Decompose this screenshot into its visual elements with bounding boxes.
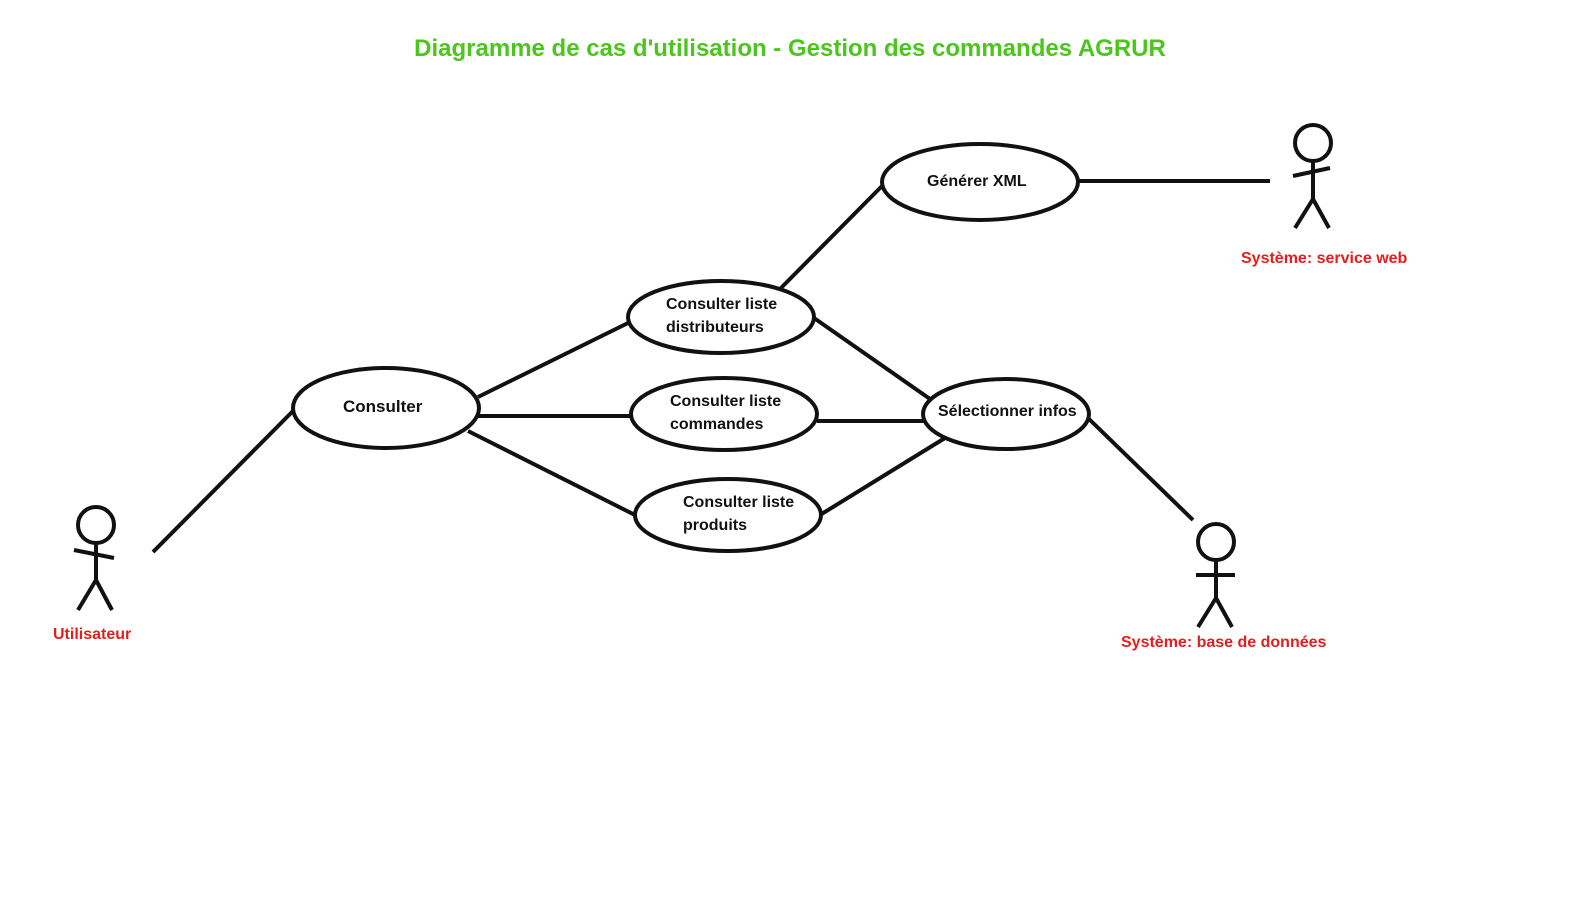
use-case-label-generer-xml: Générer XML bbox=[927, 170, 1027, 193]
assoc-utilisateur-consulter bbox=[151, 409, 295, 554]
assoc-distributeurs-selectionner bbox=[812, 316, 932, 401]
diagram-title: Diagramme de cas d'utilisation - Gestion… bbox=[414, 35, 1166, 62]
actor-label-base-de-donnees: Système: base de données bbox=[1121, 634, 1327, 651]
actor-service-web-figure bbox=[1292, 123, 1333, 230]
use-case-consulter-liste-commandes bbox=[629, 376, 819, 452]
assoc-produits-selectionner bbox=[818, 436, 947, 517]
use-case-label-produits-line2: produits bbox=[683, 517, 747, 534]
use-case-label-consulter: Consulter bbox=[343, 395, 422, 418]
assoc-consulter-produits bbox=[467, 429, 638, 518]
use-case-label-distributeurs-line1: Consulter liste bbox=[666, 296, 778, 313]
use-case-label-commandes: Consulter liste commandes bbox=[670, 390, 781, 436]
assoc-distributeurs-generer-xml bbox=[779, 184, 884, 290]
assoc-selectionner-base-de-donnees bbox=[1087, 417, 1195, 522]
use-case-label-produits: Consulter liste produits bbox=[683, 491, 794, 537]
use-case-label-produits-line1: Consulter liste bbox=[683, 494, 795, 511]
actor-base-de-donnees-figure bbox=[1196, 522, 1236, 629]
actor-utilisateur-figure bbox=[73, 505, 116, 612]
use-case-label-commandes-line2: commandes bbox=[670, 416, 764, 433]
use-case-label-consulter-text: Consulter bbox=[343, 397, 423, 416]
actor-label-service-web: Système: service web bbox=[1241, 250, 1408, 267]
use-case-label-distributeurs-line2: distributeurs bbox=[666, 319, 764, 336]
use-case-consulter-liste-distributeurs bbox=[626, 279, 816, 355]
use-case-label-selectionner-infos-text: Sélectionner infos bbox=[938, 403, 1077, 420]
use-case-label-generer-xml-text: Générer XML bbox=[927, 173, 1027, 190]
actor-label-utilisateur: Utilisateur bbox=[53, 626, 132, 643]
use-case-consulter bbox=[291, 366, 481, 450]
use-case-selectionner-infos bbox=[921, 377, 1091, 451]
use-case-label-distributeurs: Consulter liste distributeurs bbox=[666, 293, 777, 339]
use-case-label-selectionner-infos: Sélectionner infos bbox=[938, 400, 1077, 423]
use-case-generer-xml bbox=[880, 142, 1080, 222]
assoc-consulter-distributeurs bbox=[477, 321, 629, 399]
use-case-label-commandes-line1: Consulter liste bbox=[670, 393, 782, 410]
use-case-consulter-liste-produits bbox=[633, 477, 823, 553]
